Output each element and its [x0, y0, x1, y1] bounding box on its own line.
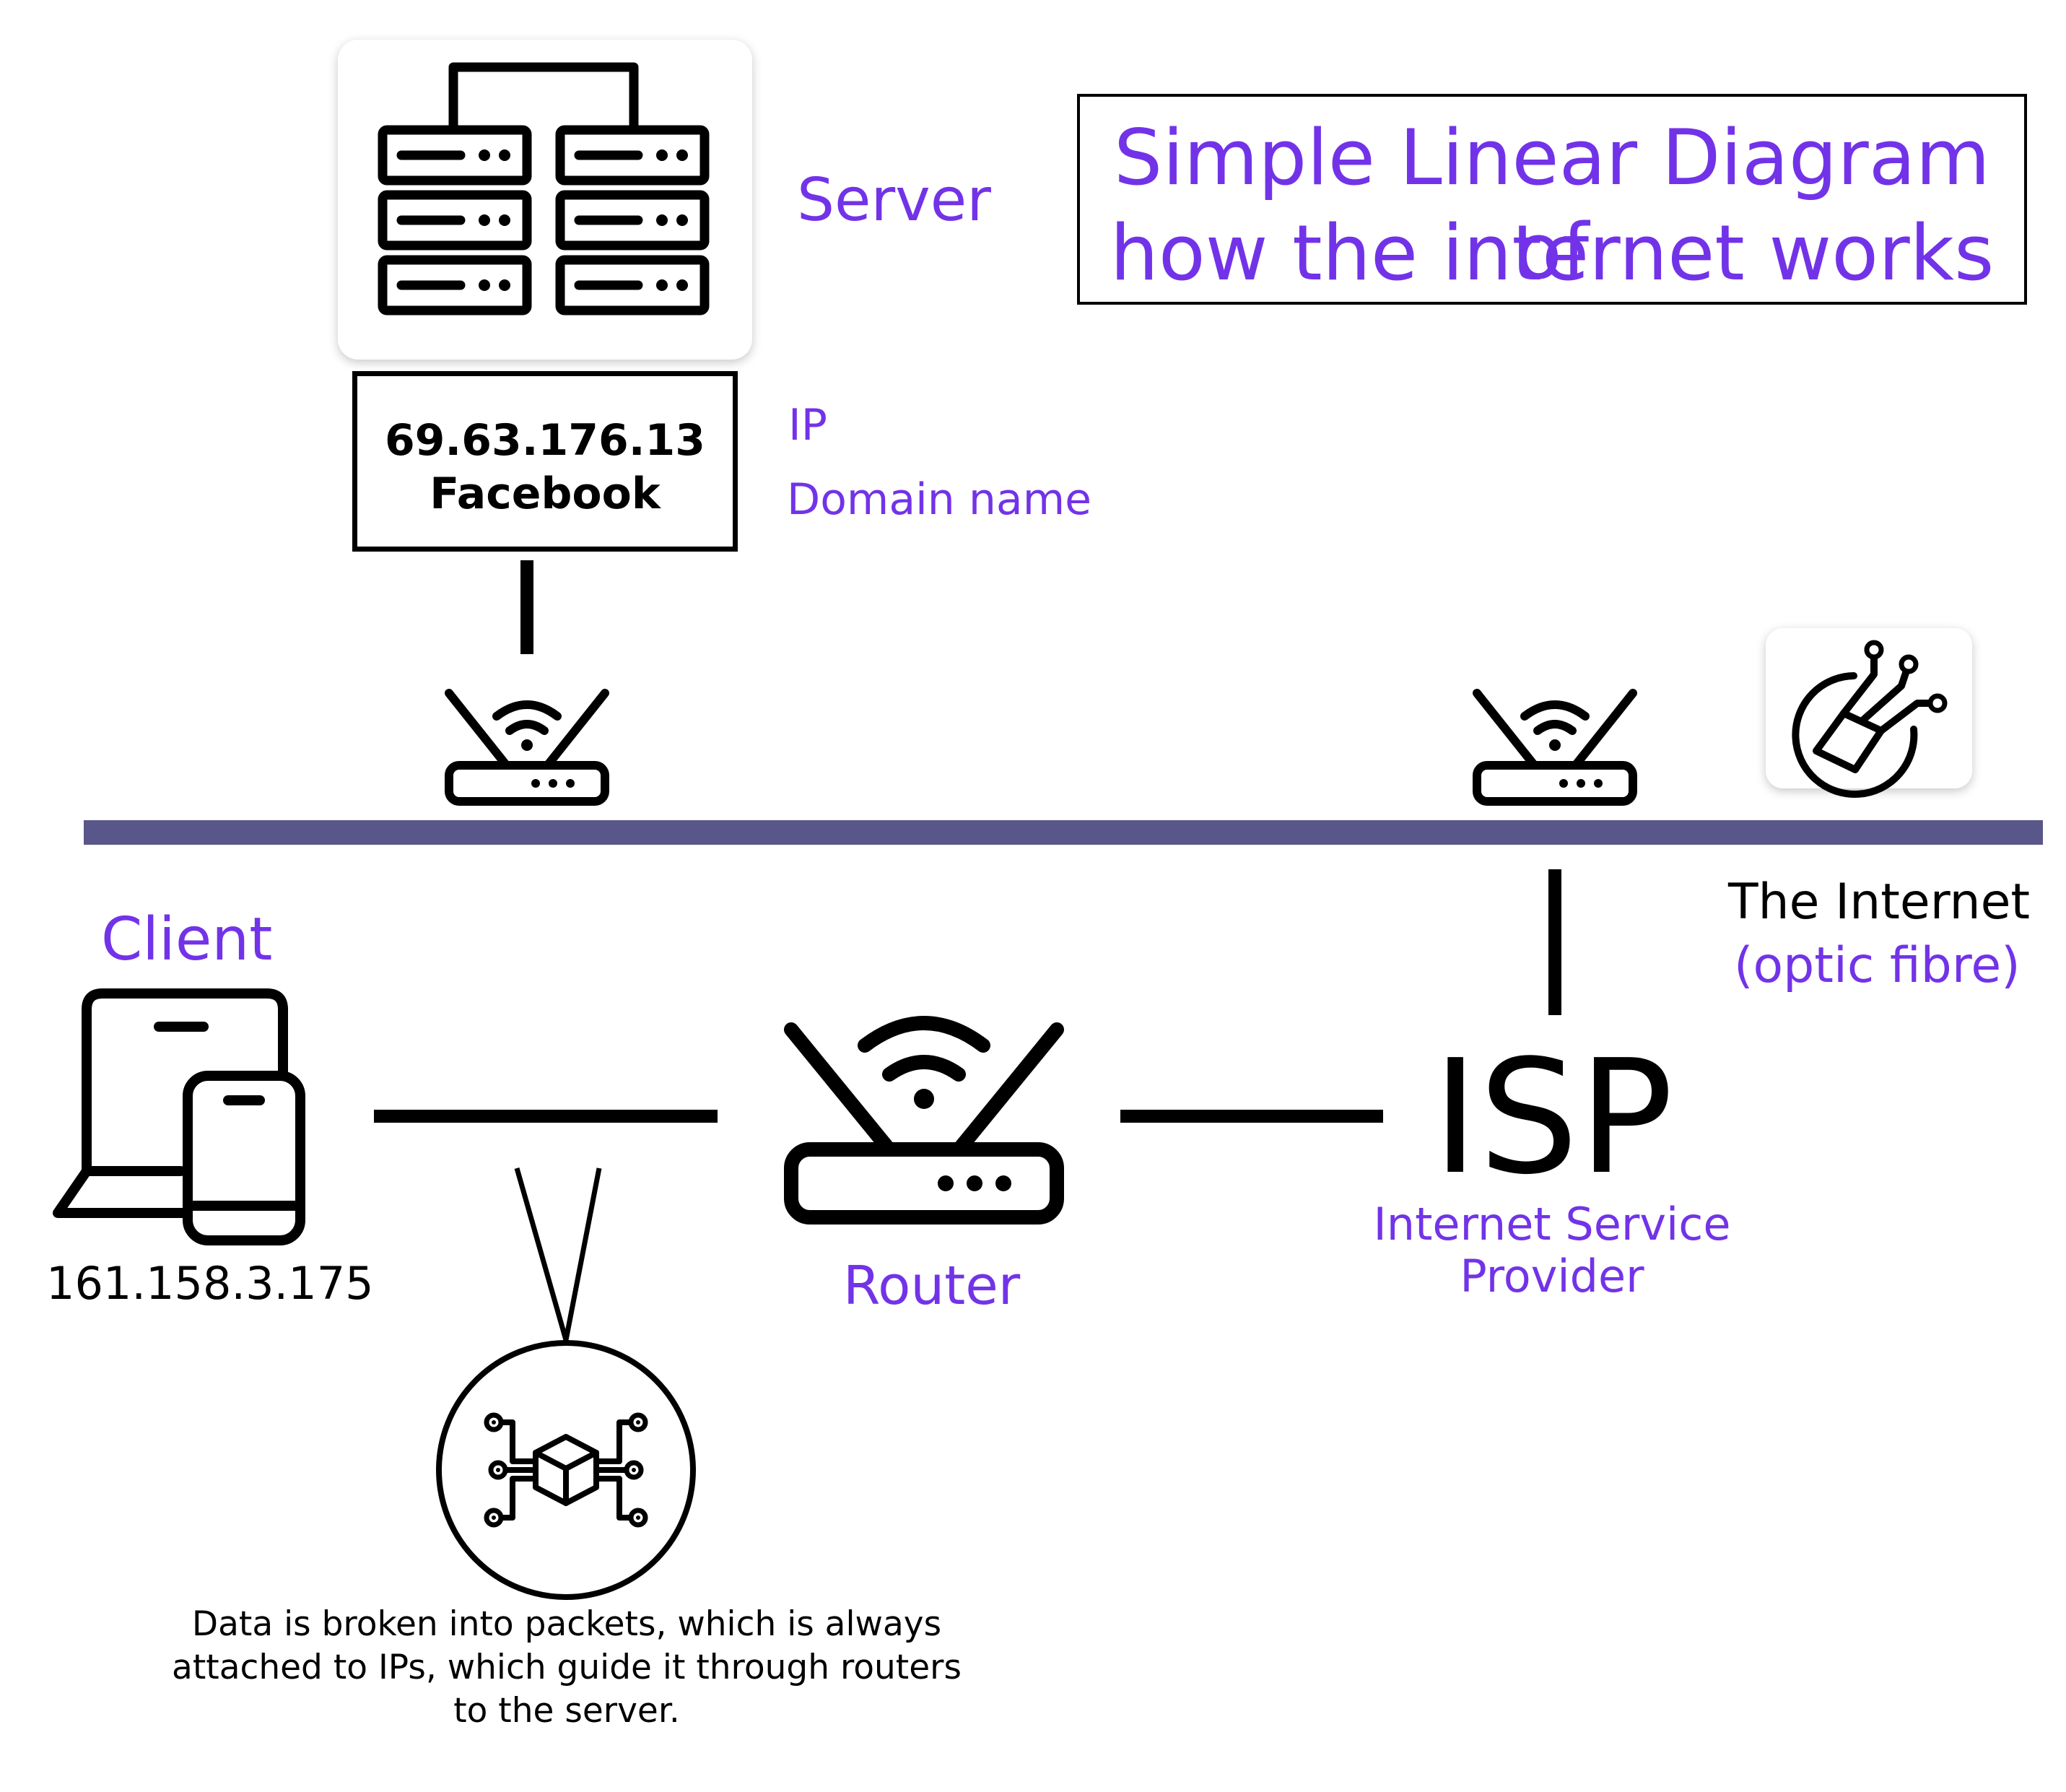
internet-router-left-icon [445, 689, 609, 806]
title-line-1: Simple Linear Diagram of [1114, 113, 1990, 296]
isp-abbr: ISP [1432, 1027, 1674, 1209]
domain-name-caption: Domain name [787, 474, 1092, 525]
internet-sublabel: (optic fibre) [1734, 937, 2021, 994]
server-domain-value: Facebook [430, 469, 661, 519]
isp-full-line-2: Provider [1460, 1250, 1644, 1302]
server-ip-value: 69.63.176.13 [384, 415, 706, 466]
packet-pointer-right [563, 1167, 602, 1341]
title-box: Simple Linear Diagram of how the interne… [1077, 94, 2027, 305]
laptop-phone-icon [53, 988, 305, 1245]
packet-pointer-left [514, 1167, 569, 1341]
server-label: Server [797, 166, 991, 235]
optic-fibre-icon [1792, 640, 1948, 798]
data-packet-icon [436, 1340, 696, 1600]
packet-caption-line-2: attached to IPs, which guide it through … [172, 1648, 962, 1687]
packet-caption-line-3: to the server. [453, 1691, 680, 1731]
server-address-box: 69.63.176.13 Facebook [352, 371, 738, 552]
internet-line [84, 820, 2043, 845]
client-label: Client [101, 905, 273, 974]
title-line-2: how the internet works [1110, 209, 1995, 297]
router-label: Router [843, 1255, 1021, 1317]
packet-caption-line-1: Data is broken into packets, which is al… [191, 1604, 942, 1644]
wifi-router-icon [784, 1016, 1064, 1225]
internet-label: The Internet [1728, 874, 2031, 931]
internet-router-right-icon [1473, 689, 1637, 806]
ip-caption: IP [788, 400, 827, 451]
server-rack-icon [378, 62, 710, 316]
isp-full-line-1: Internet Service [1373, 1198, 1731, 1251]
client-ip-value: 161.158.3.175 [46, 1257, 374, 1310]
